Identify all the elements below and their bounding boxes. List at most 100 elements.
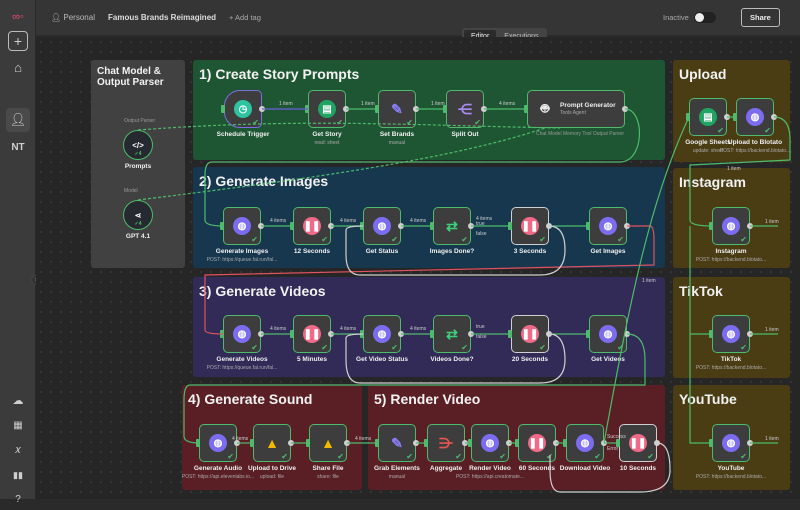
output-port[interactable] (468, 331, 474, 337)
output-port[interactable] (481, 106, 487, 112)
input-port[interactable] (424, 439, 428, 447)
input-port[interactable] (375, 105, 379, 113)
input-port[interactable] (524, 105, 528, 113)
node-imgdone[interactable]: ⇄✔ (430, 207, 474, 245)
input-port[interactable] (709, 330, 713, 338)
node-genvideos[interactable]: ◍✔ (220, 315, 264, 353)
output-port[interactable] (622, 106, 628, 112)
user-initials[interactable]: NT (11, 141, 25, 153)
node-updrive[interactable]: ▲✔ (250, 424, 294, 462)
input-port[interactable] (220, 222, 224, 230)
node-s20[interactable]: ❚❚✔ (508, 315, 552, 353)
output-port[interactable] (624, 331, 630, 337)
output-port[interactable] (747, 223, 753, 229)
input-port[interactable] (290, 330, 294, 338)
output-port[interactable] (747, 331, 753, 337)
input-port[interactable] (586, 330, 590, 338)
node-setbrands[interactable]: ✎✔ (375, 90, 419, 128)
output-port[interactable] (328, 331, 334, 337)
output-port[interactable] (546, 331, 552, 337)
output-port[interactable] (398, 223, 404, 229)
input-port[interactable] (305, 105, 309, 113)
node-genimages[interactable]: ◍✔ (220, 207, 264, 245)
output-port[interactable] (771, 114, 777, 120)
output-port[interactable] (546, 223, 552, 229)
node-s12[interactable]: ❚❚✔ (290, 207, 334, 245)
subnode-prompts[interactable]: </>✓4 (123, 130, 153, 160)
output-port[interactable] (506, 440, 512, 446)
input-port[interactable] (250, 439, 254, 447)
output-port[interactable] (288, 440, 294, 446)
cloud-icon[interactable]: ☁ (12, 394, 24, 407)
input-port[interactable] (221, 105, 225, 113)
node-instagram[interactable]: ◍✔ (709, 207, 753, 245)
input-port[interactable] (360, 222, 364, 230)
input-port[interactable] (468, 439, 472, 447)
node-schedule[interactable]: ◷✔ (221, 90, 265, 128)
input-port[interactable] (375, 439, 379, 447)
node-share[interactable]: ▲✔ (306, 424, 350, 462)
node-s60[interactable]: ❚❚✔ (515, 424, 559, 462)
input-port[interactable] (686, 113, 690, 121)
output-port[interactable] (654, 440, 660, 446)
output-port[interactable] (343, 106, 349, 112)
input-port[interactable] (586, 222, 590, 230)
node-getvideos[interactable]: ◍✔ (586, 315, 630, 353)
node-m5[interactable]: ❚❚✔ (290, 315, 334, 353)
input-port[interactable] (220, 330, 224, 338)
workflow-title[interactable]: Famous Brands Reimagined (108, 13, 217, 22)
node-download[interactable]: ◍✔ (563, 424, 607, 462)
input-port[interactable] (430, 222, 434, 230)
input-port[interactable] (563, 439, 567, 447)
add-tag-button[interactable]: + Add tag (229, 13, 261, 22)
input-port[interactable] (508, 330, 512, 338)
tab-executions[interactable]: Executions (498, 30, 544, 45)
insights-icon[interactable]: ▮▮ (13, 469, 23, 480)
input-port[interactable] (306, 439, 310, 447)
output-port[interactable] (724, 114, 730, 120)
n8n-logo-icon[interactable]: ∞◦ (12, 11, 24, 23)
output-port[interactable] (258, 331, 264, 337)
output-port[interactable] (413, 440, 419, 446)
project-breadcrumb[interactable]: 👤︎ Personal (51, 13, 95, 22)
output-port[interactable] (259, 106, 265, 112)
node-splitout[interactable]: ⋲✔ (443, 90, 487, 128)
input-port[interactable] (508, 222, 512, 230)
active-toggle[interactable] (694, 12, 716, 23)
user-icon[interactable]: 👤︎ (6, 108, 30, 132)
node-s3[interactable]: ❚❚✔ (508, 207, 552, 245)
node-youtube[interactable]: ◍✔ (709, 424, 753, 462)
input-port[interactable] (196, 439, 200, 447)
node-tiktok[interactable]: ◍✔ (709, 315, 753, 353)
subnode-gpt[interactable]: ⋖✓4 (123, 200, 153, 230)
input-port[interactable] (515, 439, 519, 447)
node-getstory[interactable]: ▤✔ (305, 90, 349, 128)
output-port[interactable] (553, 440, 559, 446)
node-getstatus[interactable]: ◍✔ (360, 207, 404, 245)
node-genaudio[interactable]: ◍✔ (196, 424, 240, 462)
input-port[interactable] (430, 330, 434, 338)
input-port[interactable] (709, 222, 713, 230)
node-blotato[interactable]: ◍✔ (733, 98, 777, 136)
templates-icon[interactable]: ▦ (13, 419, 23, 431)
input-port[interactable] (290, 222, 294, 230)
output-port[interactable] (747, 440, 753, 446)
node-getimages[interactable]: ◍✔ (586, 207, 630, 245)
node-grab[interactable]: ✎✔ (375, 424, 419, 462)
input-port[interactable] (360, 330, 364, 338)
help-icon[interactable]: ? (15, 493, 21, 505)
home-icon[interactable]: ⌂ (14, 59, 22, 75)
node-aggregate[interactable]: ⋺✔ (424, 424, 468, 462)
node-render[interactable]: ◍✔ (468, 424, 512, 462)
output-port[interactable] (328, 223, 334, 229)
node-gsheets[interactable]: ▤✔ (686, 98, 730, 136)
output-port[interactable] (413, 106, 419, 112)
share-button[interactable]: Share (741, 8, 780, 27)
input-port[interactable] (709, 439, 713, 447)
output-port[interactable] (468, 223, 474, 229)
add-icon[interactable]: + (8, 31, 28, 51)
node-viddone[interactable]: ⇄✔ (430, 315, 474, 353)
output-port[interactable] (398, 331, 404, 337)
output-port[interactable] (258, 223, 264, 229)
